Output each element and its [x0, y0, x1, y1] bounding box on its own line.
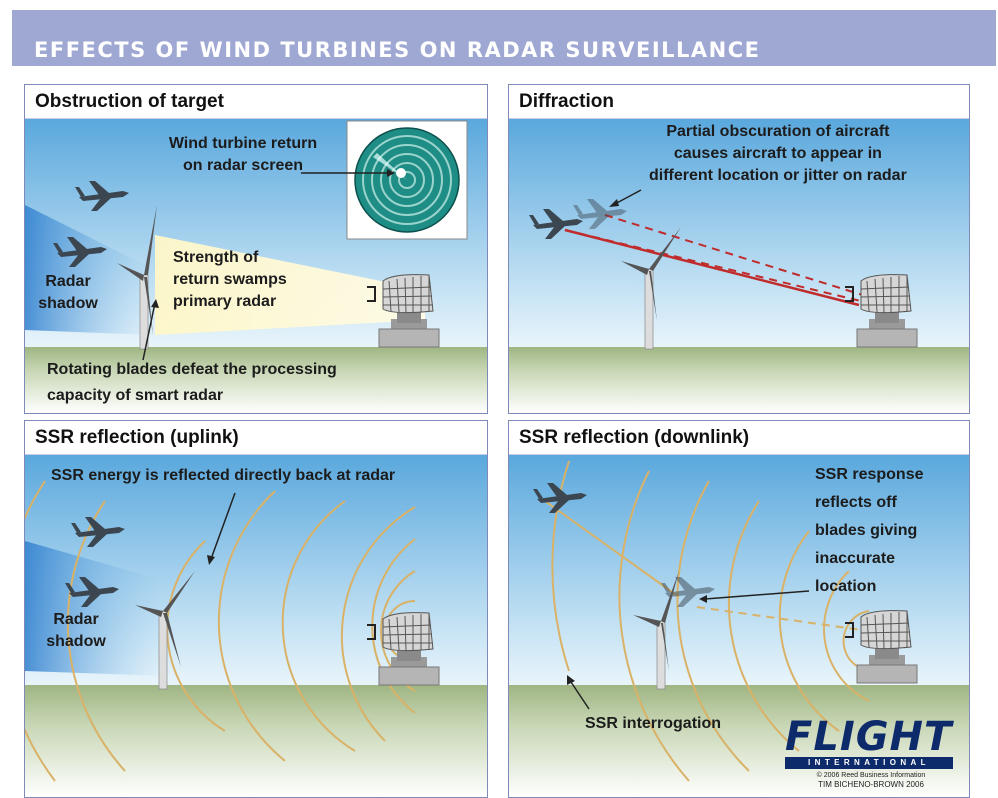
panel-title-obstruction: Obstruction of target: [25, 85, 487, 119]
wind-turbine-icon: [621, 227, 681, 350]
page-title: EFFECTS OF WIND TURBINES ON RADAR SURVEI…: [34, 38, 761, 62]
label-strength-of-return: Strength of return swamps primary radar: [173, 249, 287, 310]
panel-title-diffraction: Diffraction: [509, 85, 969, 119]
wind-turbine-icon: [633, 571, 679, 690]
ssr-downlink-path: [544, 500, 680, 598]
label-ssr-energy: SSR energy is reflected directly back at…: [51, 467, 396, 484]
pointer-arrow: [704, 590, 810, 600]
logo-sub: INTERNATIONAL: [785, 757, 953, 769]
pointer-arrow: [142, 302, 156, 361]
panel-diffraction: Diffraction Partial obscuration of aircr…: [508, 84, 970, 414]
label-rotating-blades: Rotating blades defeat the processing ca…: [47, 361, 337, 404]
artist-credit: TIM BICHENO-BROWN 2006: [818, 780, 924, 789]
panel-obstruction: Obstruction of target: [24, 84, 488, 414]
uplink-illustration: [25, 455, 487, 797]
header-banner: EFFECTS OF WIND TURBINES ON RADAR SURVEI…: [12, 10, 996, 66]
panel-ssr-downlink: SSR reflection (downlink) SSR respo: [508, 420, 970, 798]
panel-title-ssr-uplink: SSR reflection (uplink): [25, 421, 487, 455]
label-ssr-interrogation: SSR interrogation: [585, 715, 722, 732]
flight-international-logo: FLIGHT INTERNATIONAL © 2006 Reed Busines…: [785, 717, 957, 790]
pointer-arrow: [568, 678, 590, 710]
panel-title-ssr-downlink: SSR reflection (downlink): [509, 421, 969, 455]
panel-ssr-uplink: SSR reflection (uplink) SSR energy i: [24, 420, 488, 798]
radar-screen-icon: [346, 120, 468, 240]
diffraction-illustration: [509, 119, 969, 413]
wind-turbine-icon: [135, 571, 195, 690]
radar-path-solid: [564, 228, 860, 307]
radar-shadow-area: [25, 205, 155, 335]
logo-name: FLIGHT: [785, 714, 953, 760]
ssr-waves: [25, 480, 416, 782]
label-partial-obscuration: Partial obscuration of aircraft causes a…: [649, 123, 907, 184]
logo-copyright: © 2006 Reed Business Information: [816, 772, 926, 779]
label-radar-shadow: Radar shadow: [46, 611, 106, 650]
obstruction-illustration: [25, 119, 487, 413]
pointer-arrow: [210, 492, 236, 560]
radar-path-dashed: [604, 214, 870, 298]
ssr-waves: [551, 460, 880, 782]
label-turbine-return: Wind turbine return on radar screen: [168, 135, 318, 174]
downlink-illustration: [509, 455, 969, 797]
radar-beam: [155, 235, 425, 335]
radar-shadow-area: [25, 541, 165, 676]
label-ssr-response: SSR response reflects off blades giving …: [815, 466, 924, 595]
label-radar-shadow: Radar shadow: [38, 273, 98, 312]
